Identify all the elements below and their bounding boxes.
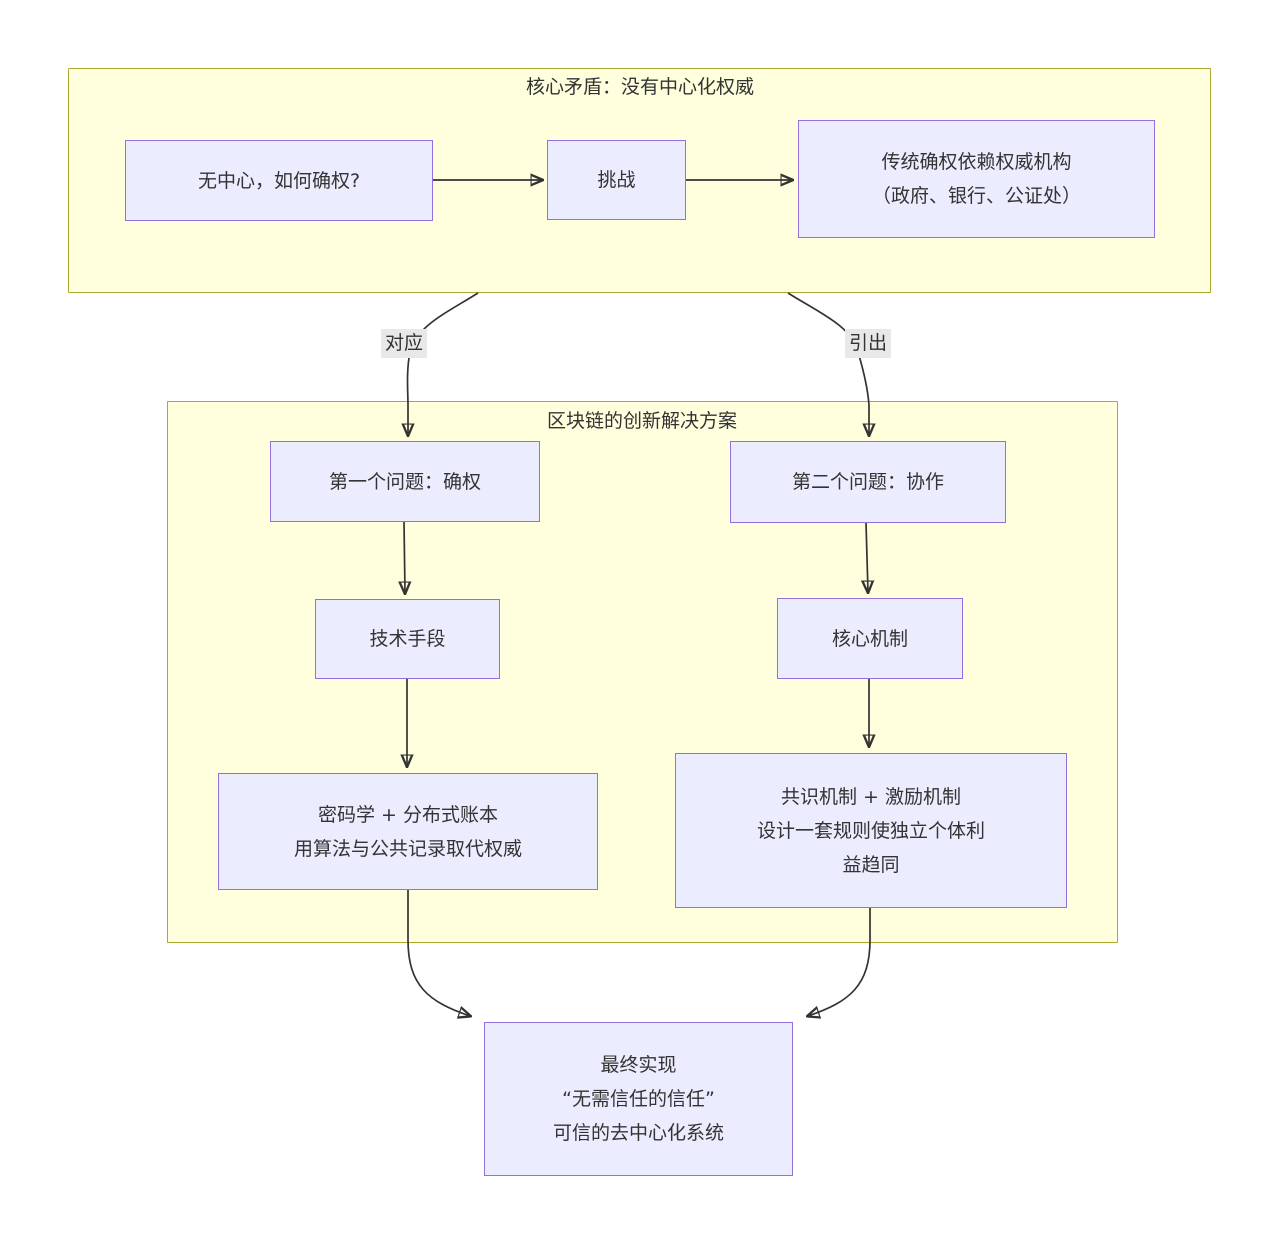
node-core-mechanism: 核心机制 bbox=[777, 598, 963, 679]
node-problem-1: 第一个问题：确权 bbox=[270, 441, 540, 522]
node-label-line: 核心机制 bbox=[831, 627, 908, 650]
node-label-line: 无中心，如何确权? bbox=[197, 169, 361, 192]
node-label-line: 设计一套规则使独立个体利 bbox=[756, 819, 985, 842]
node-label-line: 用算法与公共记录取代权威 bbox=[293, 837, 522, 860]
cluster-core-contradiction-title: 核心矛盾：没有中心化权威 bbox=[525, 76, 755, 98]
node-problem-2: 第二个问题：协作 bbox=[730, 441, 1006, 523]
node-label-line: （政府、银行、公证处） bbox=[871, 185, 1081, 207]
edge-problem2-to-mechanism bbox=[866, 522, 868, 592]
node-challenge: 挑战 bbox=[547, 140, 686, 220]
node-traditional-authority: 传统确权依赖权威机构 （政府、银行、公证处） bbox=[798, 120, 1155, 238]
node-final-result: 最终实现 “无需信任的信任” 可信的去中心化系统 bbox=[484, 1022, 793, 1176]
node-label-line: 技术手段 bbox=[369, 628, 446, 650]
node-crypto-ledger: 密码学 + 分布式账本 用算法与公共记录取代权威 bbox=[218, 773, 598, 890]
edge-problem1-to-tech bbox=[404, 521, 405, 593]
node-question: 无中心，如何确权? bbox=[125, 140, 433, 221]
node-label-line: 第二个问题：协作 bbox=[791, 471, 944, 493]
edge-consensus-to-final bbox=[808, 908, 871, 1016]
node-label-line: 益趋同 bbox=[842, 853, 900, 876]
node-label-line: 第一个问题：确权 bbox=[328, 470, 481, 493]
node-label-line: “无需信任的信任” bbox=[562, 1088, 715, 1110]
edge-label-correspond: 对应 bbox=[381, 329, 428, 358]
node-label-line: 可信的去中心化系统 bbox=[552, 1122, 724, 1144]
cluster-blockchain-solution-title: 区块链的创新解决方案 bbox=[546, 410, 738, 432]
node-consensus-incentive: 共识机制 + 激励机制 设计一套规则使独立个体利 益趋同 bbox=[675, 753, 1067, 908]
node-label-line: 最终实现 bbox=[600, 1054, 677, 1076]
node-label-line: 传统确权依赖权威机构 bbox=[881, 151, 1072, 173]
edge-leads-to bbox=[787, 292, 869, 435]
edge-correspond bbox=[408, 292, 479, 435]
node-tech-means: 技术手段 bbox=[315, 599, 500, 679]
node-label-line: 密码学 + 分布式账本 bbox=[318, 803, 498, 826]
edge-label-leads-to: 引出 bbox=[845, 329, 892, 358]
node-label-line: 共识机制 + 激励机制 bbox=[781, 785, 961, 808]
edge-crypto-to-final bbox=[407, 890, 470, 1016]
node-label-line: 挑战 bbox=[597, 169, 636, 191]
